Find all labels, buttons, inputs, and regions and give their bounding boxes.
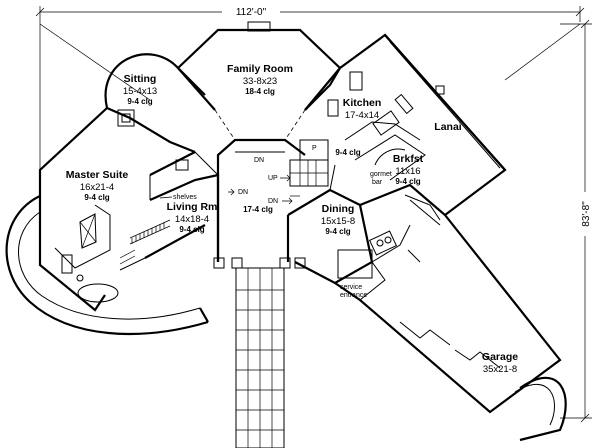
depth-label: 83'-8" [581,201,592,227]
master-ceiling: 9-4 clg [84,193,109,202]
dn-marker-left: DN [238,189,248,196]
dining-size: 15x15-8 [321,216,355,227]
garage-porch [514,376,567,442]
width-dimension: 112'-0" [35,4,585,22]
dn-marker-right: DN [268,198,278,205]
sitting-size: 15-4x13 [123,86,157,97]
lanai-walls [384,34,507,221]
kitchen-ceiling: 9-4 clg [335,148,360,157]
dn-marker-top: DN [254,157,264,164]
room-kitchen: Kitchen 17-4x14 [343,97,382,121]
arrow-right [282,197,293,205]
garage-size: 35x21-8 [483,364,517,375]
dining-walls [287,164,374,285]
garage-name: Garage [482,351,518,363]
depth-dimension: 83'-8" [560,19,592,423]
kitchen-name: Kitchen [343,97,382,109]
up-marker: UP [268,175,278,182]
shelves-label: shelves [173,194,197,201]
living-name: Living Rm [167,201,218,213]
dining-ceiling: 9-4 clg [325,227,350,236]
room-family: Family Room 33-8x23 18-4 clg [227,63,293,96]
sitting-name: Sitting [124,73,157,85]
living-size: 14x18-4 [175,214,209,225]
bar-label: bar [372,179,383,186]
room-master: Master Suite 16x21-4 9-4 clg [66,169,129,202]
living-ceiling: 9-4 clg [179,225,204,234]
left-porch [5,195,209,335]
room-sitting: Sitting 15-4x13 9-4 clg [123,73,157,106]
sitting-walls [104,53,206,127]
width-label: 112'-0" [236,7,267,18]
family-room-name: Family Room [227,63,293,75]
room-dining: Dining 15x15-8 9-4 clg [321,203,355,236]
foyer-walls [213,138,329,269]
pantry-marker: P [312,145,317,152]
master-size: 16x21-4 [80,182,114,193]
arrow-up [280,174,291,182]
room-brkfst: Brkfst 11x16 9-4 clg [393,153,424,186]
sitting-ceiling: 9-4 clg [127,97,152,106]
lanai-label: Lanai [434,121,462,133]
service-label: service [340,284,362,291]
front-walkway [235,267,285,448]
shelves-hatch [119,219,171,265]
kitchen-size: 17-4x14 [345,110,379,121]
arrow-left [228,188,235,196]
family-room-size: 33-8x23 [243,76,277,87]
family-room-ceiling: 18-4 clg [245,87,275,96]
master-name: Master Suite [66,169,129,181]
dining-name: Dining [322,203,355,215]
master-suite-walls [38,107,196,312]
room-garage: Garage 35x21-8 [482,351,518,375]
room-living: Living Rm 14x18-4 9-4 clg [167,201,218,234]
entrance-label: entrance [340,292,367,299]
brkfst-name: Brkfst [393,153,424,165]
brkfst-ceiling: 9-4 clg [395,177,420,186]
foyer-ceiling: 17-4 clg [243,205,273,214]
garage-walls [334,214,562,414]
gourmet-label: gormet [370,171,392,178]
brkfst-size: 11x16 [395,166,420,177]
